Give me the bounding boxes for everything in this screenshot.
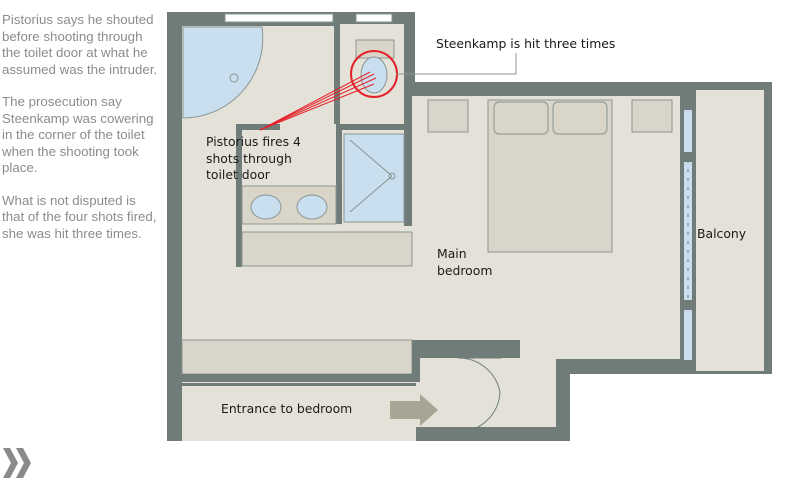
shots-label-line: toilet door [206, 167, 270, 182]
main-bedroom-label-line: Main [437, 246, 467, 261]
shots-label-line: shots through [206, 150, 292, 166]
sidebar-paragraph: What is not disputed is that of the four… [2, 192, 157, 241]
balcony-glass [683, 110, 693, 360]
sidebar-paragraph: The prosecution say Steenkamp was coweri… [2, 94, 154, 175]
entrance-label: Entrance to bedroom [221, 401, 353, 416]
shots-label-line: Pistorius fires 4 [206, 134, 301, 149]
hit-label: Steenkamp is hit three times [434, 36, 618, 53]
vanity [241, 185, 337, 225]
balcony-label: Balcony [697, 226, 747, 241]
entrance-doors [457, 357, 502, 433]
shower [343, 133, 405, 223]
shots-label: Pistorius fires 4 shots through toilet d… [206, 134, 301, 184]
interior-walls [236, 96, 412, 267]
double-chevron-right-icon [3, 448, 31, 478]
leader-line [396, 44, 517, 75]
main-bedroom-label: Main bedroom [437, 246, 492, 279]
bedroom-furniture [181, 99, 673, 375]
entrance-arrow-icon [390, 394, 438, 426]
main-bedroom-label-line: bedroom [437, 262, 493, 278]
counter [241, 231, 413, 267]
windows [224, 13, 393, 23]
next-button[interactable] [0, 444, 34, 482]
sidebar-paragraph: Pistorius says he shouted before shootin… [2, 12, 158, 77]
sidebar-text: Pistorius says he shouted before shootin… [2, 12, 160, 258]
bathtub [182, 26, 264, 119]
entrance-walls [182, 340, 570, 441]
